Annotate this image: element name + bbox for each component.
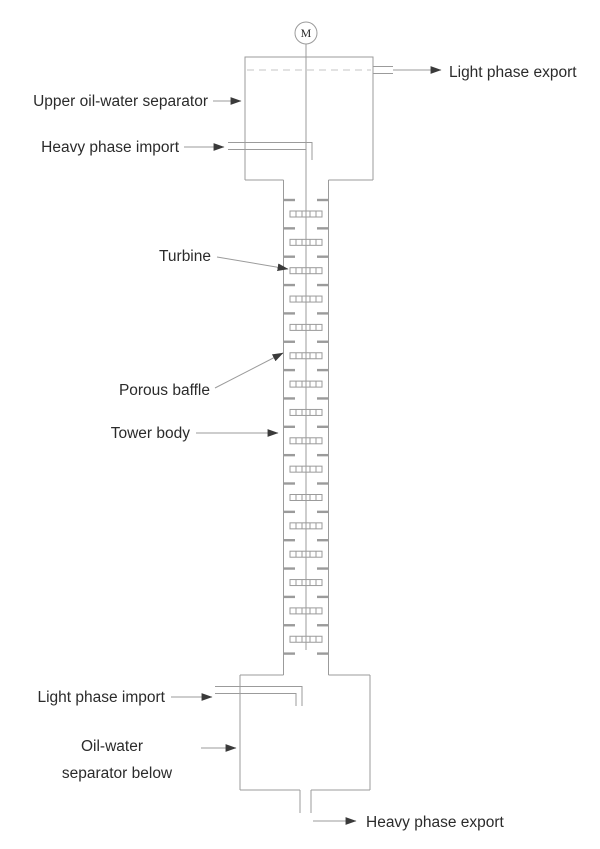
turbine-arrow	[216, 256, 289, 272]
light-phase-export-label: Light phase export	[449, 64, 577, 81]
light-phase-export-pipe	[373, 66, 393, 74]
upper-separator-label: Upper oil-water separator	[33, 93, 208, 110]
lower-separator-label-line1: Oil-water	[81, 738, 143, 755]
upper-separator-box	[244, 56, 374, 181]
tower-body-label: Tower body	[111, 425, 191, 442]
light-phase-import-pipe	[215, 686, 303, 706]
heavy-phase-export-pipe	[299, 790, 312, 813]
heavy-phase-import-pipe	[228, 142, 313, 160]
heavy-phase-import-label: Heavy phase import	[41, 139, 180, 156]
porous-baffle-arrow	[214, 352, 284, 389]
motor-label: M	[301, 26, 312, 40]
porous-baffle-label: Porous baffle	[119, 382, 210, 399]
heavy-phase-export-label: Heavy phase export	[366, 814, 505, 831]
turbine-label: Turbine	[159, 248, 211, 265]
light-phase-import-label: Light phase import	[37, 689, 165, 706]
lower-separator-label-line2: separator below	[62, 765, 173, 782]
lower-separator-box	[239, 674, 371, 791]
